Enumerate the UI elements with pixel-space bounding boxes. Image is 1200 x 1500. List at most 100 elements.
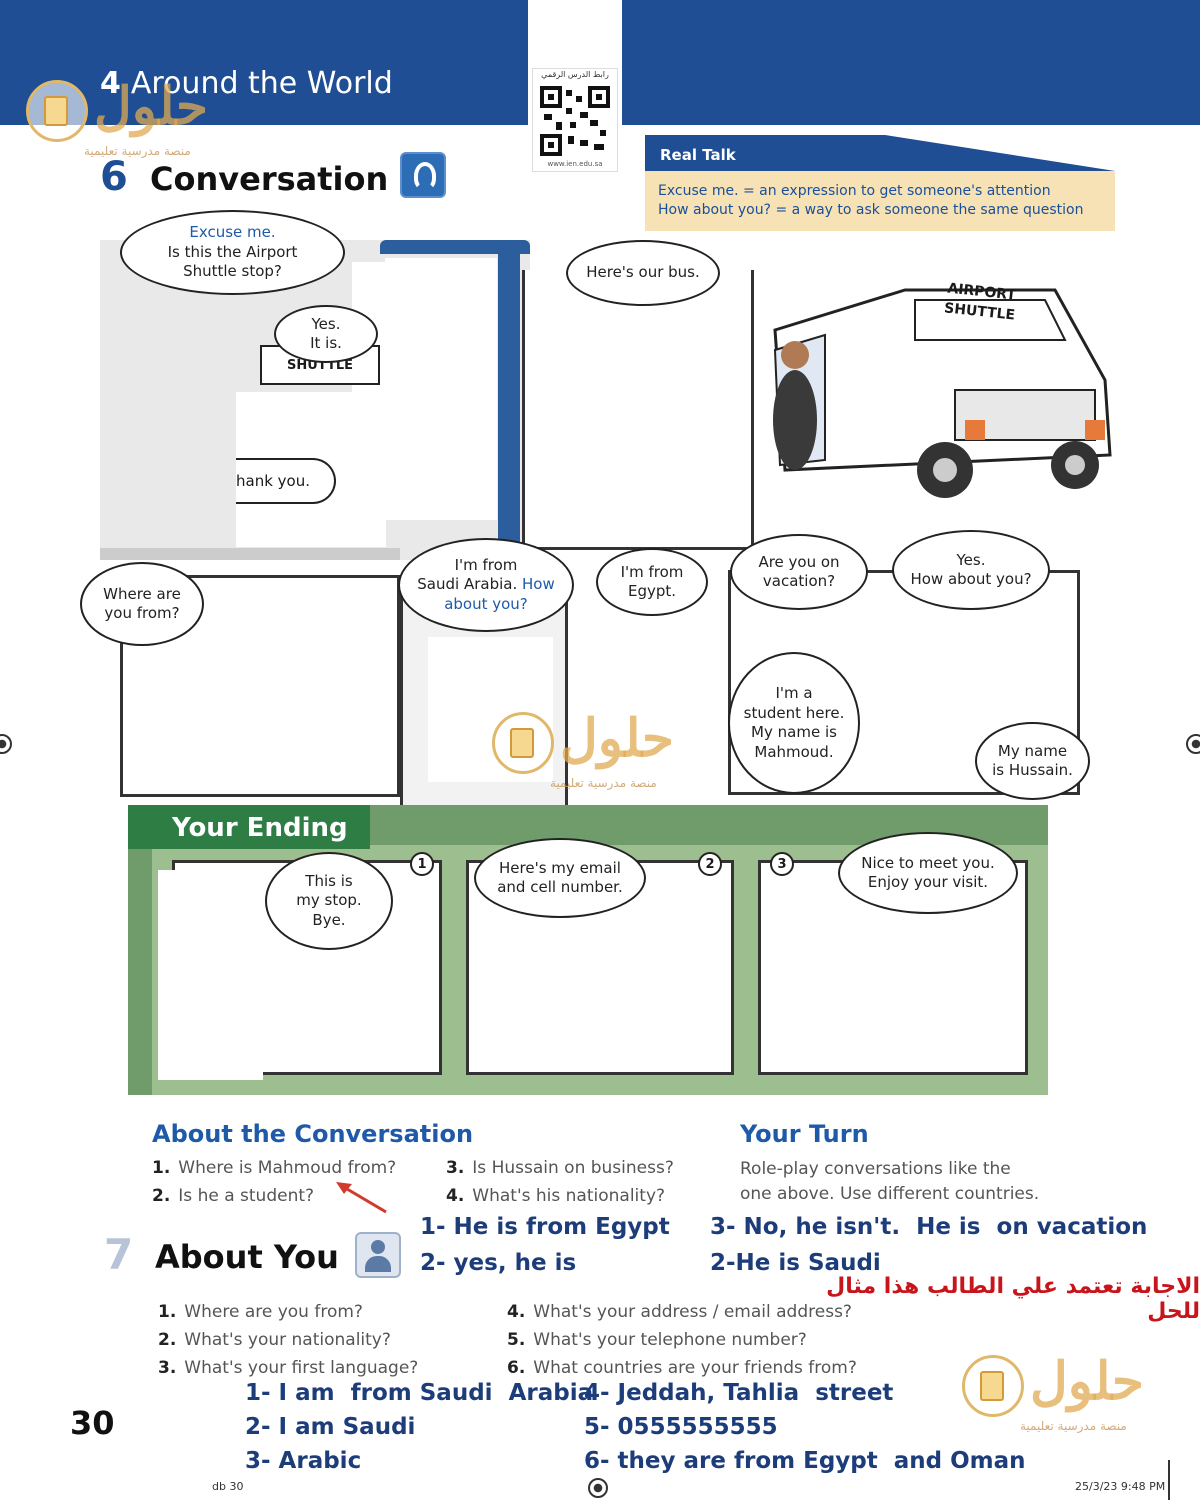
bubble-yes-how-about-you: Yes.How about you? [892, 530, 1050, 610]
bubble-text: How [522, 575, 555, 594]
brand-logo-center: حلول منصة مدرسية تعليمية [492, 708, 722, 802]
about-conversation-q2: 2.Is he a student? [152, 1186, 315, 1206]
real-talk-header-cut [885, 135, 1115, 171]
bubble-text: This is [305, 871, 353, 890]
bubble-text: my stop. [296, 891, 362, 910]
logo-word: حلول [1030, 1351, 1145, 1412]
bubble-thank-you: hank you. [236, 458, 336, 504]
registration-mark-icon [1186, 734, 1200, 754]
bubble-yes-it-is: Yes.It is. [274, 305, 378, 363]
conversation-answer-3: 3- No, he isn't. He is on vacation [710, 1214, 1148, 1240]
bubble-text: Yes. [311, 314, 341, 333]
crop-mark [1168, 1460, 1170, 1500]
bubble-text: about you? [444, 594, 528, 613]
comic-divider [100, 548, 400, 560]
conversation-answer-4: 2-He is Saudi [710, 1250, 881, 1276]
logo-word: حلول [94, 76, 209, 137]
real-talk-title: Real Talk [660, 146, 736, 164]
bubble-text: you from? [104, 604, 180, 622]
about-conversation-q4: 4.What's his nationality? [446, 1186, 666, 1206]
person-icon [355, 1232, 401, 1278]
conversation-answer-2: 2- yes, he is [420, 1250, 577, 1276]
logo-tagline: منصة مدرسية تعليمية [1020, 1419, 1127, 1433]
your-ending-title: Your Ending [172, 813, 348, 843]
page-number: 30 [70, 1404, 115, 1442]
registration-mark-icon [0, 734, 12, 754]
about-you-q4: 4.What's your address / email address? [507, 1302, 852, 1322]
about-you-q1: 1.Where are you from? [158, 1302, 363, 1322]
comic-blank [385, 258, 497, 520]
bubble-text: It is. [310, 334, 342, 352]
about-you-q6: 6.What countries are your friends from? [507, 1358, 857, 1378]
qr-code-icon[interactable] [540, 86, 610, 156]
bubble-text: Here's my email [499, 858, 621, 877]
bubble-text: student here. [743, 703, 845, 722]
bubble-text: Are you on [758, 552, 840, 571]
about-you-answer-4: 4- Jeddah, Tahlia street [584, 1380, 894, 1406]
brand-logo-top: حلول منصة مدرسية تعليمية [26, 76, 256, 170]
comic-blank [262, 925, 432, 1065]
bubble-text: Is this the Airport [167, 242, 298, 261]
about-you-answer-1: 1- I am from Saudi Arabia [245, 1380, 594, 1406]
about-you-answer-5: 5- 0555555555 [584, 1414, 778, 1440]
bubble-text: Egypt. [627, 582, 677, 600]
book-icon [980, 1371, 1004, 1401]
bubble-text: Bye. [312, 910, 346, 929]
qr-caption: رابط الدرس الرقمي [541, 70, 609, 79]
comic-blank [158, 870, 263, 1080]
bubble-nice-to-meet-you: Nice to meet you.Enjoy your visit. [838, 832, 1018, 914]
bubble-text: I'm from [454, 555, 518, 574]
comic-blank [205, 578, 397, 793]
comic-panel-2 [522, 270, 754, 550]
bubble-text: Saudi Arabia. [417, 575, 518, 594]
unit-title-text: Around the World [130, 66, 393, 101]
your-ending-tab [128, 805, 370, 849]
footer-right: 25/3/23 9:48 PM [1075, 1480, 1166, 1493]
section-7-number: 7 [104, 1230, 134, 1279]
bubble-heres-our-bus: Here's our bus. [566, 240, 720, 306]
about-you-q3: 3.What's your first language? [158, 1358, 419, 1378]
logo-tagline: منصة مدرسية تعليمية [550, 776, 657, 790]
bubble-text: vacation? [762, 572, 836, 590]
bubble-text: Where are [103, 584, 181, 603]
registration-mark-icon [588, 1478, 608, 1498]
bubble-text: I'm from [620, 562, 684, 581]
logo-word: حلول [560, 708, 675, 769]
about-you-answer-2: 2- I am Saudi [245, 1414, 416, 1440]
bubble-text: Nice to meet you. [861, 853, 995, 872]
real-talk-line-2: How about you? = a way to ask someone th… [658, 202, 1084, 218]
book-icon [510, 728, 534, 758]
section-6-title: Conversation [150, 160, 389, 198]
footer-left: db 30 [212, 1480, 244, 1493]
brand-logo-bottom: حلول منصة مدرسية تعليمية [962, 1351, 1192, 1445]
bubble-text: How about you? [910, 570, 1032, 588]
about-conversation-q3: 3.Is Hussain on business? [446, 1158, 674, 1178]
bubble-text: Yes. [956, 550, 986, 569]
airport-shuttle-bus-illustration [773, 288, 1112, 498]
real-talk-body [645, 171, 1115, 231]
your-turn-title: Your Turn [740, 1120, 869, 1148]
bubble-text: Enjoy your visit. [867, 873, 989, 891]
unit-number: 4 [100, 66, 121, 101]
about-conversation-title: About the Conversation [152, 1120, 474, 1148]
panel-number-1: 1 [410, 852, 434, 876]
bubble-text: My name [997, 741, 1068, 760]
bubble-text: and cell number. [497, 878, 623, 896]
red-arrow-icon [336, 1182, 387, 1214]
bus-shelter-pole [498, 252, 520, 552]
bus-shelter-roof [380, 240, 530, 254]
unit-title: 4 Around the World [100, 66, 393, 101]
ear-icon[interactable] [400, 152, 446, 198]
qr-url: www.ien.edu.sa [547, 160, 603, 168]
section-6-number: 6 [100, 154, 128, 200]
bubble-text: Mahmoud. [754, 742, 834, 761]
